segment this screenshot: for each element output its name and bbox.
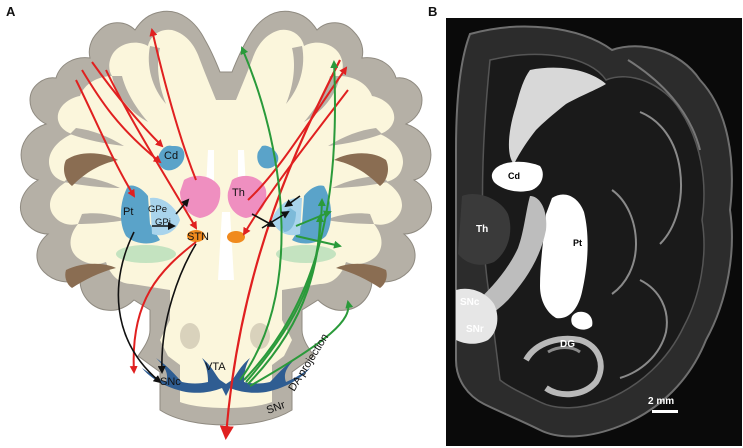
thalamus-left <box>180 175 221 218</box>
label-gpe: GPe <box>148 204 167 215</box>
hippocampus-inner <box>547 346 581 354</box>
black-gpi-to-th <box>175 198 190 215</box>
black-right-pt-to-gp <box>284 195 301 208</box>
green-to-hippocampus <box>295 235 342 249</box>
sulcus-dark-left <box>65 263 116 288</box>
sulci-left <box>64 46 166 224</box>
gyrus-line-2 <box>611 189 638 295</box>
label-th: Th <box>232 187 245 199</box>
caudate-left <box>158 145 185 171</box>
label-b-dg: DG <box>560 339 575 350</box>
snc-white <box>456 288 498 344</box>
label-snc: SNc <box>160 376 181 388</box>
panel-b-letter: B <box>428 4 437 19</box>
green-to-cortex-3 <box>249 300 354 387</box>
thalamus-right <box>227 175 267 218</box>
tract-upper <box>508 67 606 164</box>
brainstem-nucleus-right <box>250 323 270 349</box>
label-b-pt: Pt <box>573 238 582 248</box>
red-cortex-to-cd-2 <box>81 69 162 164</box>
gyrus-line-4 <box>627 59 701 151</box>
green-to-cortex-2 <box>243 60 339 381</box>
label-pt: Pt <box>123 206 133 218</box>
label-b-snr: SNr <box>466 324 484 335</box>
internal-capsule <box>474 196 547 320</box>
black-pt-to-snc <box>117 231 162 384</box>
red-th-to-cortex <box>149 28 197 181</box>
black-right-snc-to-pt <box>261 210 290 229</box>
green-to-cortex-1 <box>239 46 283 381</box>
green-pathways <box>239 46 354 387</box>
hippocampus-left <box>116 245 176 263</box>
label-b-th: Th <box>476 224 488 235</box>
dentate-gyrus <box>523 335 604 398</box>
stn-right <box>227 231 245 243</box>
insula-left <box>64 153 118 186</box>
caudate-white <box>491 161 543 192</box>
label-b-snc: SNc <box>460 297 480 308</box>
insula-right <box>334 153 388 186</box>
red-descending <box>219 59 341 440</box>
red-stn-to-snr <box>129 241 197 374</box>
third-ventricle <box>218 212 234 280</box>
gyrus-line-3 <box>619 279 668 379</box>
label-b-cd-bottom: Cd <box>578 318 591 329</box>
red-cortex-to-pt <box>75 79 136 198</box>
green-to-putamen-right <box>295 210 332 227</box>
label-b-cd-top: Cd <box>508 171 520 181</box>
label-gpi: GPi <box>155 217 171 228</box>
scale-bar <box>652 410 678 413</box>
panel-a: A <box>6 4 432 440</box>
putamen-left <box>120 185 160 244</box>
black-pathways <box>117 195 301 384</box>
black-snr-to-th <box>157 243 197 374</box>
red-cortex-to-stn <box>105 69 198 230</box>
green-to-cd <box>247 198 326 385</box>
sulcus-dark-right <box>336 263 387 288</box>
black-right-th-to-gp <box>251 213 276 227</box>
scale-bar-label: 2 mm <box>648 396 674 407</box>
stn-left <box>187 230 205 242</box>
label-stn: STN <box>187 231 209 243</box>
substantia-nigra <box>142 358 310 396</box>
brainstem-nucleus-left <box>180 323 200 349</box>
thalamus-region <box>458 194 511 265</box>
label-vta: VTA <box>205 361 226 373</box>
cd-lower-white <box>571 311 593 330</box>
label-cd: Cd <box>164 150 178 162</box>
putamen-white <box>540 194 588 319</box>
hippocampus-right <box>276 245 336 263</box>
gyrus-line-1 <box>639 111 682 245</box>
panel-a-letter: A <box>6 4 16 19</box>
panel-b: B Cd Th Pt SNc SNr Cd DG 2 mm <box>428 4 742 446</box>
